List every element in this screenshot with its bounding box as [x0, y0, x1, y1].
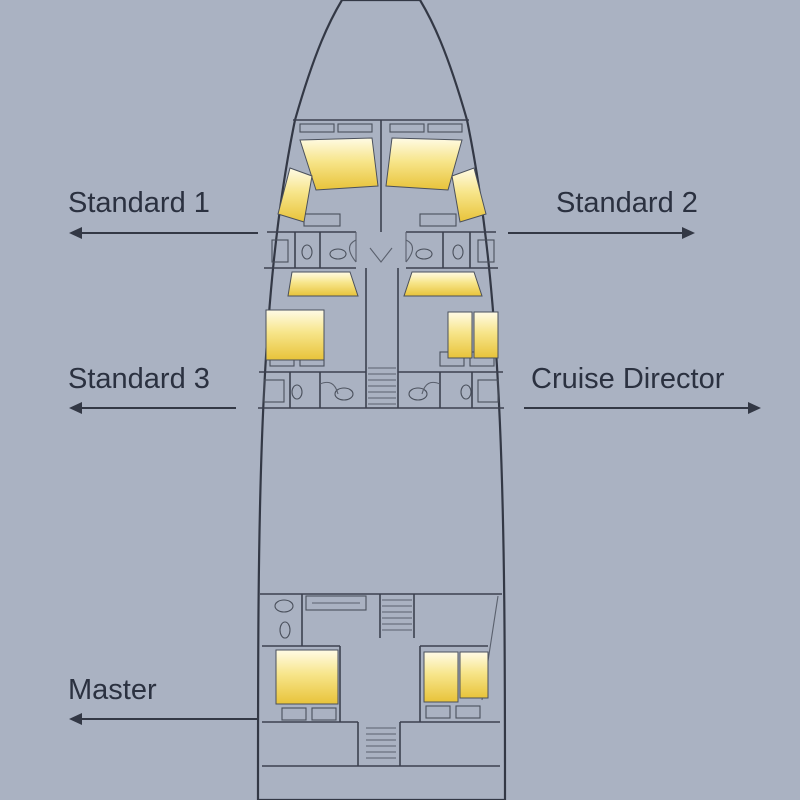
standard-1-label: Standard 1 [68, 187, 210, 219]
forward-stairs [368, 367, 396, 405]
cruise-director-bed-left [447, 311, 473, 359]
master-bed-right [459, 651, 489, 699]
standard-2-bed [385, 137, 463, 191]
standard-3-arrow [69, 402, 236, 414]
standard-3-label: Standard 3 [68, 363, 210, 395]
standard-2-cabin [385, 137, 487, 223]
forward-bathrooms [263, 239, 499, 403]
master-bed [275, 649, 339, 705]
standard-1-bed-single [277, 167, 313, 223]
cruise-director-arrow [524, 402, 761, 414]
aft-stairs [366, 599, 412, 759]
master-label: Master [68, 674, 157, 706]
standard-3-upper-bed [287, 271, 359, 297]
cruise-director-cabin [403, 271, 499, 359]
standard-1-bed [299, 137, 379, 191]
cruise-director-label: Cruise Director [531, 363, 725, 395]
standard-1-arrow [69, 227, 258, 239]
hull-outline [256, 0, 507, 800]
standard-1-cabin [277, 137, 379, 223]
master-suite [260, 593, 502, 767]
standard-3-bed [265, 309, 325, 361]
master-arrow [69, 713, 258, 725]
standard-3-cabin [265, 271, 359, 361]
standard-2-label: Standard 2 [556, 187, 698, 219]
master-bed-left [423, 651, 459, 703]
standard-2-arrow [508, 227, 695, 239]
cruise-director-upper-bed [403, 271, 483, 297]
standard-2-bed-single [451, 167, 487, 223]
cruise-director-bed-right [473, 311, 499, 359]
